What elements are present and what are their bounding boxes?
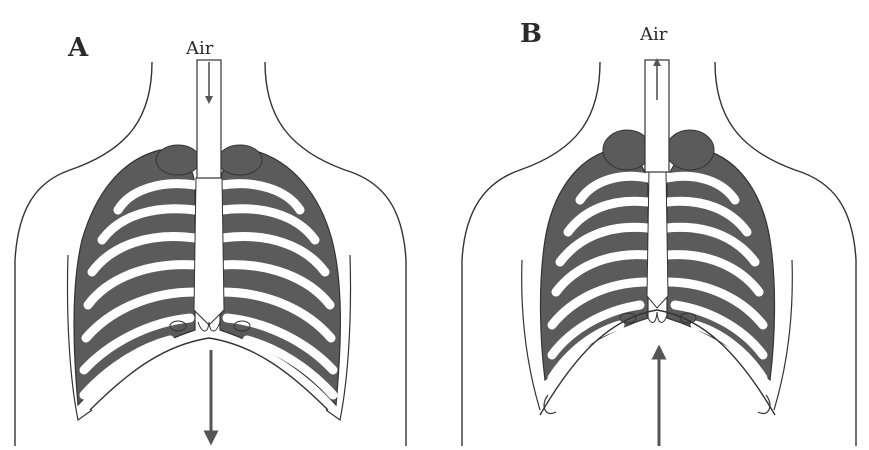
sternum-b <box>647 170 668 308</box>
air-label-b: Air <box>639 24 668 45</box>
sternum-a <box>194 178 224 325</box>
lung-apex-left-b <box>603 130 651 170</box>
panel-b: B Air <box>462 19 856 446</box>
lung-apex-left-a <box>156 145 200 175</box>
lung-apex-right-b <box>666 130 714 170</box>
panel-label-a: A <box>67 33 89 63</box>
panel-label-b: B <box>520 19 542 49</box>
panel-a: A Air <box>15 33 406 446</box>
air-label-a: Air <box>185 38 214 59</box>
lung-apex-right-a <box>218 145 262 175</box>
lower-rib-curls-b <box>544 395 770 414</box>
